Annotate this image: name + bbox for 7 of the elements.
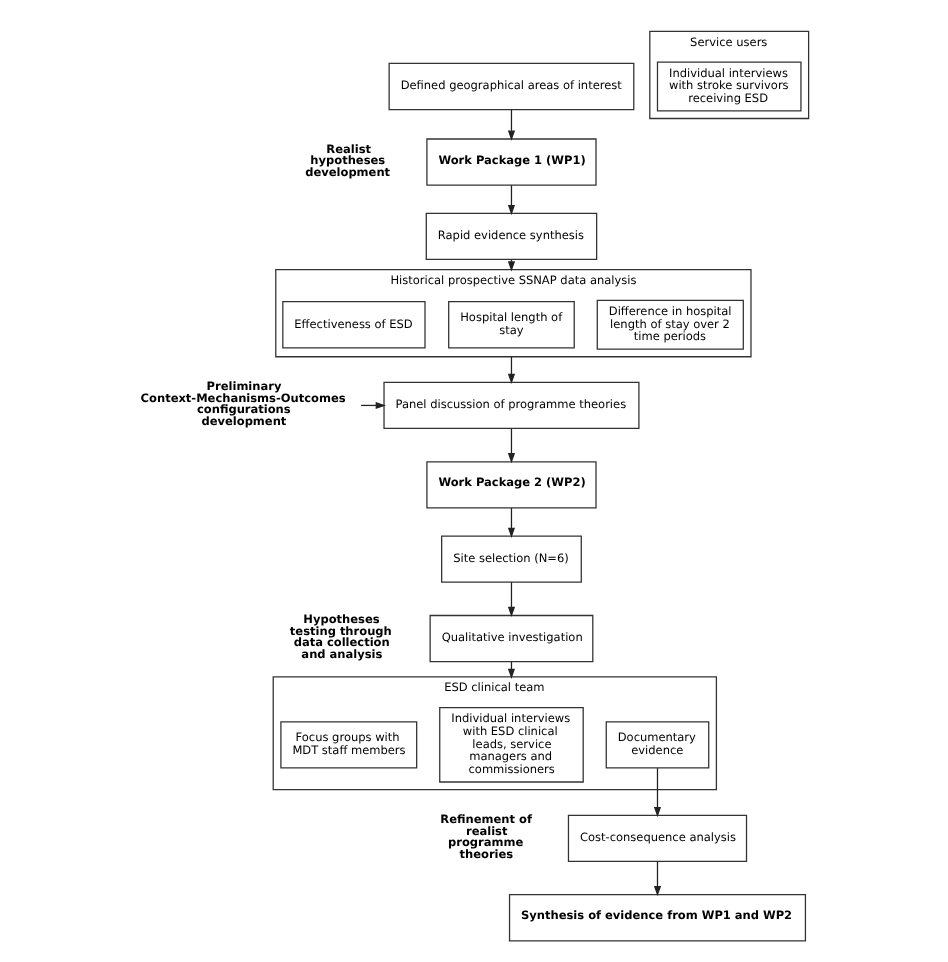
arrow	[507, 427, 516, 464]
arrow	[653, 860, 662, 897]
arrow	[653, 767, 662, 818]
arrow	[507, 507, 516, 538]
arrow	[507, 581, 516, 618]
arrow	[507, 184, 516, 216]
arrow	[507, 109, 516, 141]
